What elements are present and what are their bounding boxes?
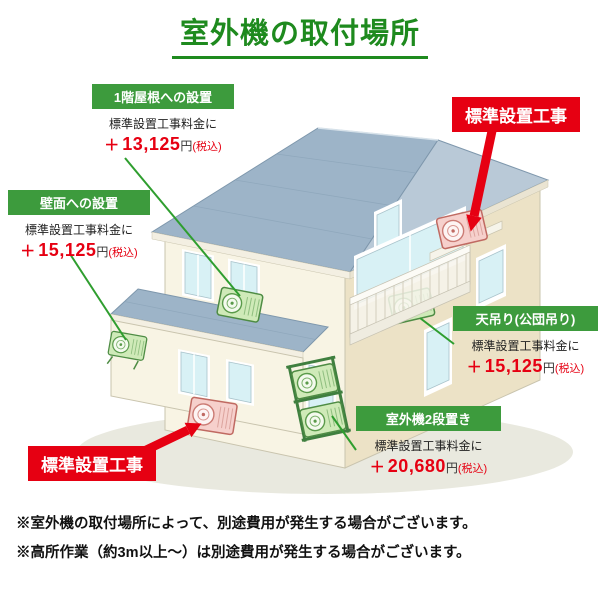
callout-wall-body: 標準設置工事料金に	[24, 223, 133, 237]
callout-ceiling-heading: 天吊り(公団吊り)	[453, 306, 598, 331]
price-amount: 13,125	[122, 134, 181, 154]
price-plus: ＋	[20, 243, 36, 260]
price-yen: 円	[96, 245, 109, 259]
price-plus: ＋	[466, 359, 482, 376]
page-title: 室外機の取付場所	[171, 10, 429, 59]
outdoor-unit-two-tier	[286, 355, 352, 442]
arrow-top-shaft	[469, 130, 497, 217]
leader-two-tier	[331, 415, 357, 451]
callout-two-tier-body: 標準設置工事料金に	[374, 439, 483, 453]
footnote-line-2: ※高所作業（約3m以上～）は別途費用が発生する場合がございます。	[16, 545, 471, 561]
leader-roof1f	[124, 157, 241, 297]
price-yen: 円	[542, 361, 555, 375]
callout-wall-price: ＋15,125円(税込)	[8, 240, 150, 261]
price-yen: 円	[180, 139, 193, 153]
callout-roof-body: 標準設置工事料金に	[108, 117, 217, 131]
callout-ceiling-price: ＋15,125円(税込)	[453, 356, 598, 377]
arrow-bottom-head	[184, 422, 202, 438]
callout-ceiling-installation: 天吊り(公団吊り) 標準設置工事料金に ＋15,125円(税込)	[453, 306, 598, 377]
standard-installation-badge-bottom: 標準設置工事	[28, 446, 156, 481]
balcony-railing	[349, 244, 471, 346]
price-tax: (税込)	[192, 141, 222, 153]
price-yen: 円	[445, 461, 458, 475]
outdoor-unit-wall	[106, 330, 148, 370]
price-plus: ＋	[104, 137, 120, 154]
callout-roof-price: ＋13,125円(税込)	[92, 134, 234, 155]
front-wing	[109, 288, 330, 435]
price-amount: 20,680	[387, 456, 446, 476]
price-tax: (税込)	[554, 363, 585, 375]
footnotes: ※室外機の取付場所によって、別途費用が発生する場合がございます。 ※高所作業（約…	[16, 510, 477, 568]
callout-roof-heading: 1階屋根への設置	[92, 84, 234, 109]
callout-wall-installation: 壁面への設置 標準設置工事料金に ＋15,125円(税込)	[8, 190, 150, 261]
price-tax: (税込)	[108, 247, 138, 259]
callout-two-tier-price: ＋20,680円(税込)	[356, 456, 501, 477]
callout-wall-heading: 壁面への設置	[8, 190, 150, 215]
price-plus: ＋	[369, 459, 385, 476]
callout-two-tier-heading: 室外機2段置き	[356, 406, 501, 431]
leader-wall	[69, 253, 127, 341]
leader-lines	[69, 157, 455, 451]
arrow-top-head	[466, 214, 482, 232]
leader-ceiling	[419, 317, 455, 345]
price-amount: 15,125	[38, 240, 97, 260]
callout-two-tier-installation: 室外機2段置き 標準設置工事料金に ＋20,680円(税込)	[356, 406, 501, 477]
price-tax: (税込)	[457, 463, 488, 475]
footnote-line-1: ※室外機の取付場所によって、別途費用が発生する場合がございます。	[16, 516, 477, 532]
standard-installation-badge-top: 標準設置工事	[452, 97, 580, 132]
callout-roof-installation: 1階屋根への設置 標準設置工事料金に ＋13,125円(税込)	[92, 84, 234, 155]
price-amount: 15,125	[484, 356, 543, 376]
callout-ceiling-body: 標準設置工事料金に	[471, 339, 580, 353]
